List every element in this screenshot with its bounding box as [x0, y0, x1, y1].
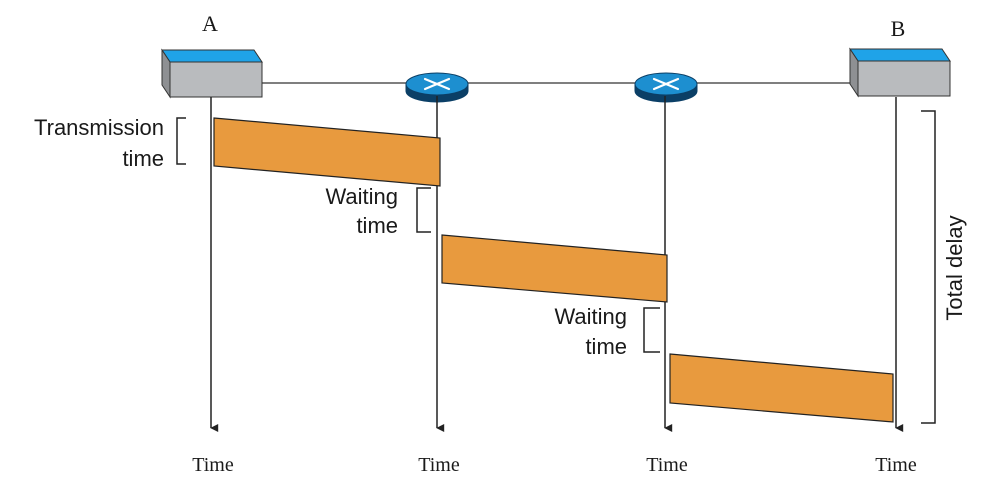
- host-b-top: [849, 48, 951, 62]
- host-b-label: B: [891, 16, 906, 41]
- router-2-cross-icon: [652, 77, 680, 91]
- transmission-time-label-line1: Transmission: [34, 115, 164, 140]
- time-label-a: Time: [192, 454, 234, 476]
- transmission-time-bracket: [176, 117, 186, 165]
- router-2: [634, 72, 698, 103]
- router-1-cross-icon: [423, 77, 451, 91]
- waiting-time-1-bracket: [416, 187, 431, 233]
- waiting-time-1-label-line2: time: [356, 213, 398, 238]
- packet-transmission-r2-to-b: [669, 353, 894, 423]
- host-a-front: [169, 61, 263, 98]
- time-label-router-2: Time: [646, 454, 688, 476]
- total-delay-bracket: [921, 110, 936, 424]
- host-a-top: [161, 49, 263, 63]
- router-1: [405, 72, 469, 103]
- host-b: [849, 47, 951, 98]
- host-b-front: [857, 60, 951, 97]
- host-a: [161, 48, 263, 99]
- waiting-time-2-bracket: [643, 307, 660, 353]
- host-a-label: A: [202, 11, 218, 36]
- waiting-time-1-label-line1: Waiting: [325, 184, 398, 209]
- total-delay-label: Total delay: [942, 215, 967, 320]
- waiting-time-2-label-line2: time: [585, 334, 627, 359]
- time-label-b: Time: [875, 454, 917, 476]
- transmission-time-label-line2: time: [122, 146, 164, 171]
- waiting-time-2-label-line1: Waiting: [554, 304, 627, 329]
- packet-transmission-r1-to-r2: [441, 234, 668, 303]
- packet-transmission-a-to-r1: [213, 117, 441, 187]
- time-label-router-1: Time: [418, 454, 460, 476]
